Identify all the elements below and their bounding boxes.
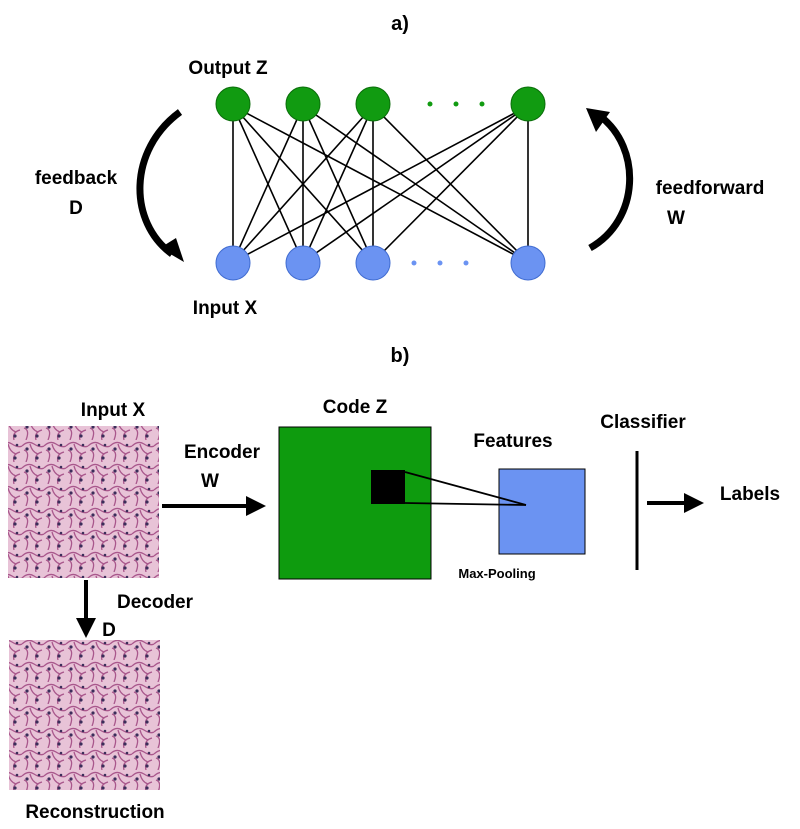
panel-a: a) Output Z Input X feedback D feedforwa…: [35, 13, 765, 319]
panel-b: b) Input X Encoder W Code Z Features Max…: [8, 345, 780, 823]
output-node: [510, 86, 546, 122]
output-z-label: Output Z: [188, 58, 268, 79]
input-node: [285, 245, 321, 281]
pooling-window: [371, 470, 405, 504]
max-pooling-label: Max-Pooling: [458, 566, 535, 581]
output-node: [355, 86, 391, 122]
panel-b-title: b): [391, 345, 410, 367]
input-node: [510, 245, 546, 281]
network-connections: [232, 105, 529, 263]
input-tissue-image: [8, 426, 159, 578]
code-z-label: Code Z: [323, 397, 388, 418]
decoder-label: Decoder: [117, 592, 194, 613]
pooling-lines: [404, 471, 527, 506]
features-label: Features: [473, 431, 552, 452]
panel-a-title: a): [391, 13, 409, 35]
reconstruction-tissue-image: [9, 640, 160, 790]
encoder-w-label: W: [201, 471, 219, 492]
labels-label: Labels: [720, 484, 780, 505]
feedforward-label: feedforward: [656, 178, 765, 199]
feedback-label: feedback: [35, 168, 118, 189]
input-x-label: Input X: [81, 400, 146, 421]
input-node: [355, 245, 391, 281]
classifier-label: Classifier: [600, 412, 686, 433]
output-node: [285, 86, 321, 122]
features-box: [498, 468, 586, 555]
feedforward-w-label: W: [667, 208, 685, 229]
decoder-d-label: D: [102, 620, 116, 641]
output-ellipsis: [427, 101, 485, 107]
output-node: [215, 86, 251, 122]
input-x-label: Input X: [193, 298, 258, 319]
encoder-label: Encoder: [184, 442, 261, 463]
feedback-d-label: D: [69, 198, 83, 219]
feedback-arrow-icon: [136, 109, 184, 262]
feedforward-arrow-icon: [586, 108, 633, 252]
input-node: [215, 245, 251, 281]
input-ellipsis: [411, 260, 469, 266]
reconstruction-label: Reconstruction: [25, 802, 164, 823]
